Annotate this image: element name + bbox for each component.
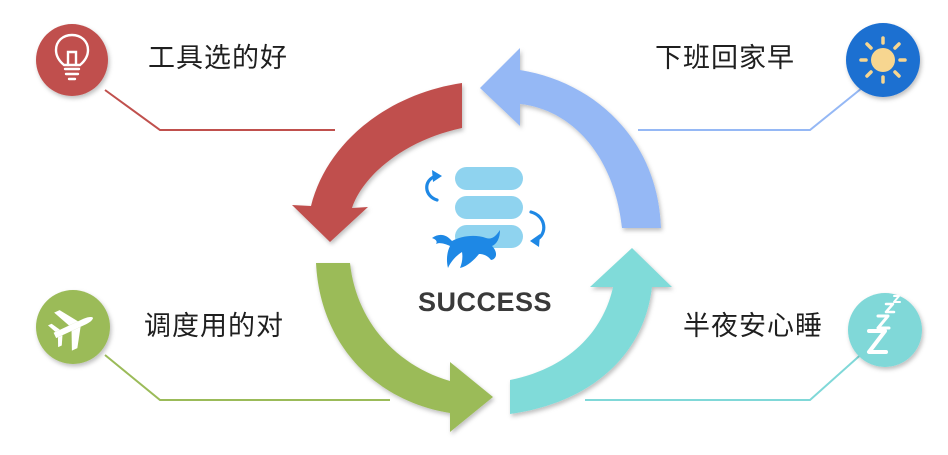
sleep-zzz-icon <box>867 295 901 354</box>
airplane-badge <box>36 290 110 364</box>
cycle-arrow-blue <box>480 48 661 228</box>
connector-bottom-right <box>585 349 867 401</box>
cycle-arrow-teal <box>510 248 672 414</box>
connector-top-left <box>104 89 335 131</box>
dolphin-icon <box>432 230 500 268</box>
label-sleep: 半夜安心睡 <box>683 311 823 342</box>
lightbulb-icon <box>54 33 90 81</box>
label-off-work: 下班回家早 <box>655 43 795 74</box>
sun-icon <box>859 36 907 84</box>
center-title: SUCCESS <box>418 287 553 317</box>
sun-badge <box>846 23 920 97</box>
airplane-icon <box>47 310 93 351</box>
connector-bottom-left <box>104 354 390 401</box>
lightbulb-badge <box>36 24 108 96</box>
database-refresh-dolphin-icon <box>425 167 546 268</box>
sleep-badge <box>848 293 922 367</box>
label-scheduling: 调度用的对 <box>144 311 284 342</box>
cycle-arrow-red <box>292 83 462 242</box>
cycle-arrow-green <box>316 263 493 432</box>
refresh-arrow-icon-2 <box>529 210 546 242</box>
label-tools: 工具选的好 <box>148 43 288 74</box>
connector-top-right <box>638 87 863 131</box>
